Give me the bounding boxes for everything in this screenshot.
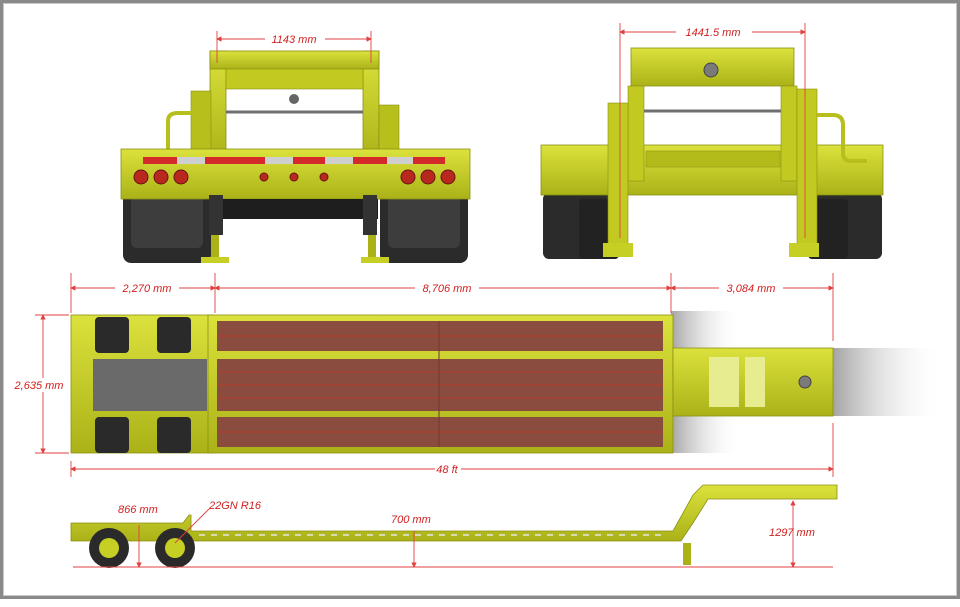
dim-deck-height: 700 mm xyxy=(391,514,431,526)
front-view xyxy=(540,47,884,259)
dim-rear-section: 2,270 mm xyxy=(122,283,172,295)
top-view xyxy=(70,311,943,454)
dim-gooseneck: 3,084 mm xyxy=(727,283,776,295)
dimension-labels: 1143 mm 1441.5 mm 2,270 mm 8,706 mm 3,08… xyxy=(11,24,815,539)
dim-overall-length: 48 ft xyxy=(436,464,458,476)
rear-view xyxy=(120,50,471,263)
dim-overall-width: 2,635 mm xyxy=(14,380,64,392)
dim-fifth-wheel-height: 1297 mm xyxy=(769,527,815,539)
dim-front-width: 1441.5 mm xyxy=(685,27,740,39)
trailer-blueprint: 1143 mm 1441.5 mm 2,270 mm 8,706 mm 3,08… xyxy=(11,23,943,568)
dim-axle-height: 866 mm xyxy=(118,504,158,516)
dim-rear-width: 1143 mm xyxy=(271,34,316,46)
side-view xyxy=(70,484,838,568)
dim-tire-spec: 22GN R16 xyxy=(208,500,262,512)
dim-deck-length: 8,706 mm xyxy=(423,283,472,295)
